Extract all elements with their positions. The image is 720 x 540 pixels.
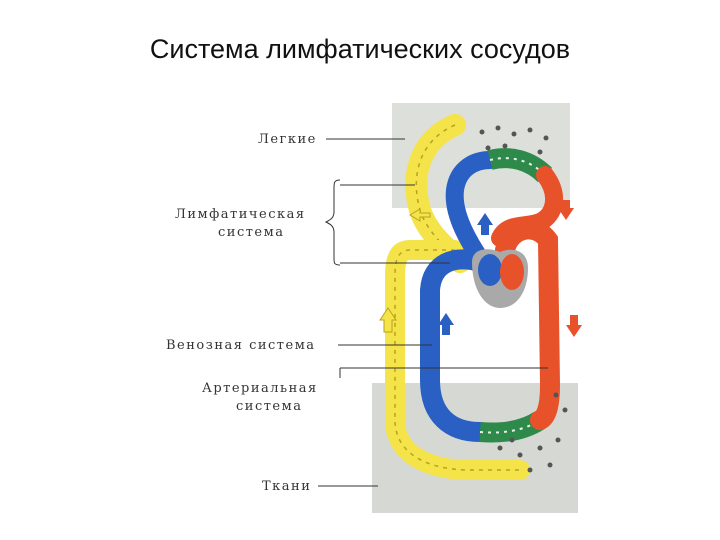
label-tissues: Ткани (262, 479, 311, 494)
venous-flow-arrow-lower (438, 313, 454, 335)
label-lymphatic-line1: Лимфатическая (175, 207, 306, 222)
lymph-flow-arrow-lower (379, 307, 397, 333)
label-venous: Венозная система (166, 338, 316, 353)
arterial-flow-arrow-lower (566, 315, 582, 337)
venous-vessels (420, 151, 499, 442)
leader-lines (318, 138, 548, 487)
label-lungs: Легкие (258, 132, 317, 147)
label-arterial-line1: Артериальная (202, 381, 318, 396)
arterial-vessels (491, 166, 563, 430)
flow-arrows (379, 200, 582, 337)
venous-flow-arrow-upper (477, 213, 493, 235)
label-lymphatic-line2: система (218, 225, 284, 240)
heart (472, 249, 528, 308)
label-arterial-line2: система (236, 399, 302, 414)
arterial-flow-arrow-upper (558, 200, 574, 220)
lymph-flow-arrow-upper (409, 208, 431, 222)
diffusion-arrows (479, 125, 568, 473)
slide-title: Система лимфатических сосудов (149, 34, 571, 64)
